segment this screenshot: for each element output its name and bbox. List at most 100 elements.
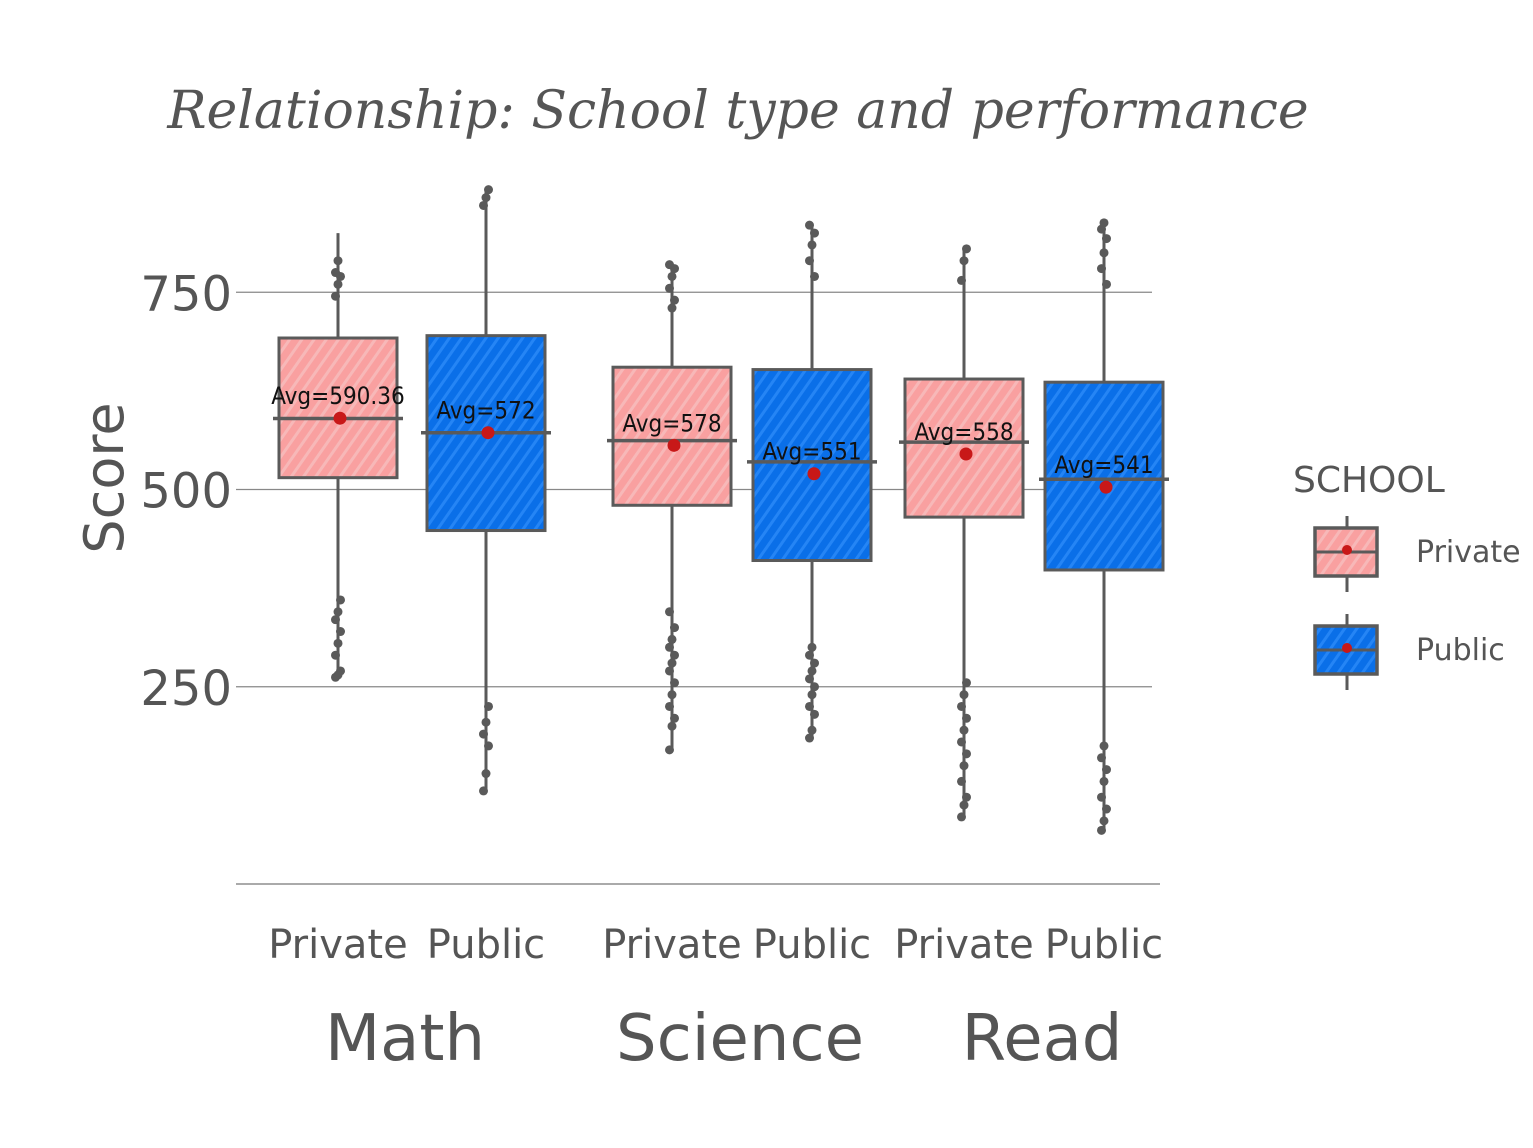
outlier-point (807, 690, 817, 700)
group-label-science: Science (616, 1002, 864, 1076)
outlier-point (962, 792, 971, 802)
outlier-point (670, 678, 679, 688)
outlier-point (333, 607, 343, 617)
outlier-point (807, 642, 817, 652)
outlier-point (481, 193, 491, 203)
outlier-point (1102, 279, 1111, 289)
outlier-point (484, 701, 493, 711)
x-tick-label-read-public: Public (1045, 922, 1163, 968)
outlier-point (479, 200, 488, 210)
outlier-point (665, 283, 674, 293)
outlier-point (481, 717, 491, 727)
legend-mean-point (1342, 643, 1352, 653)
outlier-point (336, 595, 345, 605)
legend-label-public: Public (1416, 633, 1505, 668)
outlier-point (810, 709, 819, 719)
outlier-point (336, 627, 345, 637)
outlier-point (1099, 248, 1109, 258)
mean-point-read-public (1099, 480, 1113, 494)
outlier-point (665, 745, 674, 755)
box-body-science-public (751, 368, 873, 563)
outlier-point (957, 776, 966, 786)
outlier-point (810, 658, 819, 668)
mean-point-science-private (667, 438, 681, 452)
outlier-point (667, 303, 677, 313)
outlier-point (807, 666, 817, 676)
legend-label-private: Private (1416, 535, 1521, 570)
outlier-point (667, 271, 677, 281)
outlier-point (805, 650, 814, 660)
box-body-science-private (611, 365, 733, 507)
mean-label-science-private: Avg=578 (622, 409, 721, 437)
legend-item-private: Private (1313, 516, 1521, 592)
mean-point-math-private (333, 411, 347, 425)
y-axis-ticks: 250 500 750 (140, 266, 232, 717)
outlier-point (810, 271, 819, 281)
box-body-read-public (1043, 380, 1165, 572)
x-tick-label-math-public: Public (427, 922, 545, 968)
outlier-point (1099, 741, 1109, 751)
box-read-public: Avg=541 (1039, 218, 1169, 835)
outlier-point (670, 713, 679, 723)
outlier-point (665, 260, 674, 270)
outlier-point (667, 634, 677, 644)
outlier-point (959, 690, 969, 700)
y-axis-label: Score (73, 402, 136, 553)
outlier-point (957, 701, 966, 711)
outlier-point (805, 701, 814, 711)
mean-label-read-public: Avg=541 (1054, 451, 1153, 479)
outlier-point (484, 741, 493, 751)
outlier-point (670, 650, 679, 660)
outlier-point (807, 240, 817, 250)
outlier-point (805, 733, 814, 743)
outlier-point (481, 769, 491, 779)
outlier-point (959, 725, 969, 735)
outlier-point (959, 800, 969, 810)
legend-title: SCHOOL (1293, 460, 1445, 501)
outlier-point (957, 737, 966, 747)
outlier-point (667, 658, 677, 668)
outlier-point (962, 678, 971, 688)
group-label-math: Math (325, 1002, 485, 1076)
y-tick-label-250: 250 (140, 661, 232, 717)
box-read-private: Avg=558 (899, 244, 1029, 822)
outlier-point (1097, 264, 1106, 274)
outlier-point (336, 666, 345, 676)
outlier-point (667, 721, 677, 731)
outlier-point (805, 674, 814, 684)
outlier-point (1097, 792, 1106, 802)
box-math-private: Avg=590.36 (271, 233, 405, 682)
outlier-point (1097, 825, 1106, 835)
outlier-point (670, 623, 679, 633)
outlier-point (333, 279, 343, 289)
outlier-point (331, 615, 340, 625)
outlier-point (665, 607, 674, 617)
outlier-point (1102, 234, 1111, 244)
x-tick-label-read-private: Private (894, 922, 1033, 968)
outlier-point (333, 256, 343, 266)
y-tick-label-750: 750 (140, 266, 232, 322)
mean-label-science-public: Avg=551 (762, 438, 861, 466)
outlier-point (665, 642, 674, 652)
outlier-point (962, 244, 971, 254)
outlier-point (805, 220, 814, 230)
outlier-point (1097, 753, 1106, 763)
y-tick-label-500: 500 (140, 464, 232, 520)
chart-title: Relationship: School type and performanc… (166, 81, 1308, 141)
mean-label-math-public: Avg=572 (436, 397, 535, 425)
outlier-point (959, 256, 969, 266)
legend-item-public: Public (1313, 614, 1505, 690)
x-tick-label-science-public: Public (753, 922, 871, 968)
outlier-point (331, 291, 340, 301)
outlier-point (331, 268, 340, 278)
mean-point-science-public (807, 467, 821, 481)
outlier-point (1102, 804, 1111, 814)
box-science-private: Avg=578 (607, 260, 737, 755)
outlier-point (665, 666, 674, 676)
outlier-point (1099, 776, 1109, 786)
outlier-point (957, 275, 966, 285)
outlier-point (1099, 816, 1109, 826)
